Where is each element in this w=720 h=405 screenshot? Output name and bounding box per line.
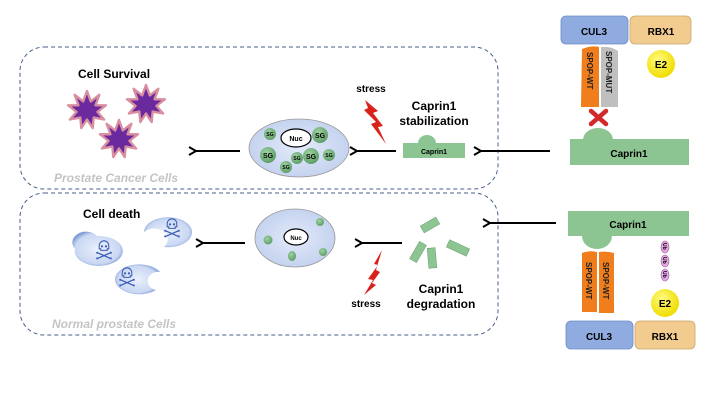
e2-enzyme: [651, 289, 679, 317]
stress-label-bottom: stress: [351, 299, 381, 310]
stress-label-top: stress: [356, 84, 386, 95]
svg-text:Ub: Ub: [661, 271, 667, 278]
svg-text:Caprin1: Caprin1: [421, 149, 447, 156]
bottom-e3-complex: Caprin1 SPOP-WT SPOP-WT Ub Ub Ub E2 CUL3…: [565, 211, 696, 350]
svg-text:SG: SG: [263, 153, 274, 160]
nucleus-label: Nuc: [290, 236, 302, 242]
caprin1-stable-protein: Caprin1: [403, 135, 465, 158]
spop-wt-adaptor: [582, 251, 597, 312]
rbx1-block: [629, 15, 692, 45]
svg-text:SPOP-WT: SPOP-WT: [601, 262, 610, 299]
ubiquitin-chain: Ub Ub Ub: [660, 240, 670, 282]
cell-survival-title: Cell Survival: [78, 67, 150, 81]
stress-granule: SG: [312, 127, 328, 143]
svg-text:SG: SG: [282, 165, 289, 171]
caprin1-fragments: [409, 216, 470, 269]
svg-text:Caprin1: Caprin1: [610, 149, 648, 160]
stress-lightning-icon: [364, 250, 382, 295]
normal-prostate-cells-label: Normal prostate Cells: [52, 317, 176, 331]
dead-cell-icon: [115, 264, 160, 295]
svg-text:SG: SG: [325, 153, 332, 159]
svg-text:SG: SG: [293, 156, 300, 162]
svg-text:Ub: Ub: [661, 257, 667, 264]
svg-text:SG: SG: [306, 154, 317, 161]
stress-granule: SG: [291, 152, 303, 164]
svg-text:E2: E2: [655, 60, 668, 71]
e2-enzyme: [647, 50, 675, 78]
nucleus-label: Nuc: [289, 136, 302, 143]
nucleus: [283, 228, 309, 246]
stressed-cell-no-granules: Nuc: [254, 208, 336, 268]
spop-mut-adaptor: [601, 46, 618, 107]
cell-death-title: Cell death: [83, 207, 140, 221]
top-panel-border: [19, 46, 499, 190]
stressed-cell-with-granules: Nuc SG SG SG SG SG SG SG: [248, 118, 350, 178]
svg-text:SPOP-WT: SPOP-WT: [584, 262, 593, 299]
stress-granule: SG: [260, 147, 276, 163]
stress-granule: SG: [323, 149, 335, 161]
prostate-cancer-cells-label: Prostate Cancer Cells: [54, 171, 178, 185]
stress-granule: SG: [303, 148, 319, 164]
top-e3-complex: CUL3 RBX1 E2 SPOP-WT SPOP-MUT Caprin1: [560, 15, 692, 165]
stress-lightning-icon: [364, 100, 386, 144]
caprin1-stabilization-line1: Caprin1: [412, 99, 457, 113]
stress-granule: SG: [264, 128, 276, 140]
spop-wt-adaptor: [581, 46, 599, 107]
spop-wt-adaptor: [599, 251, 614, 313]
cancer-cell-icon: [125, 83, 167, 124]
svg-text:SG: SG: [315, 133, 326, 140]
rbx1-block: [634, 320, 696, 350]
svg-text:SPOP-MUT: SPOP-MUT: [604, 51, 613, 93]
cul3-block: [565, 320, 634, 350]
svg-text:E2: E2: [659, 299, 672, 310]
dead-cell-icon: [144, 217, 192, 248]
svg-text:Ub: Ub: [661, 243, 667, 250]
cul3-block: [560, 15, 629, 45]
svg-text:Caprin1: Caprin1: [609, 220, 647, 231]
dead-cell-icon: [72, 231, 123, 266]
caprin1-degradation-line1: Caprin1: [419, 282, 464, 296]
svg-text:CUL3: CUL3: [586, 332, 613, 343]
caprin1-substrate: [570, 139, 689, 165]
cancer-cell-icon: [98, 118, 140, 159]
bottom-panel-border: [19, 192, 499, 336]
svg-text:RBX1: RBX1: [648, 27, 675, 38]
cancer-cell-icon: [66, 89, 108, 130]
svg-text:CUL3: CUL3: [581, 27, 608, 38]
svg-text:SG: SG: [266, 132, 273, 138]
stress-granule: SG: [280, 161, 292, 173]
caprin1-substrate: [568, 211, 689, 236]
no-binding-x-icon: [588, 108, 609, 127]
svg-text:SPOP-WT: SPOP-WT: [585, 52, 594, 89]
caprin1-stabilization-line2: stabilization: [399, 114, 468, 128]
caprin1-degradation-line2: degradation: [407, 297, 476, 311]
nucleus: [280, 128, 312, 148]
svg-text:RBX1: RBX1: [652, 332, 679, 343]
